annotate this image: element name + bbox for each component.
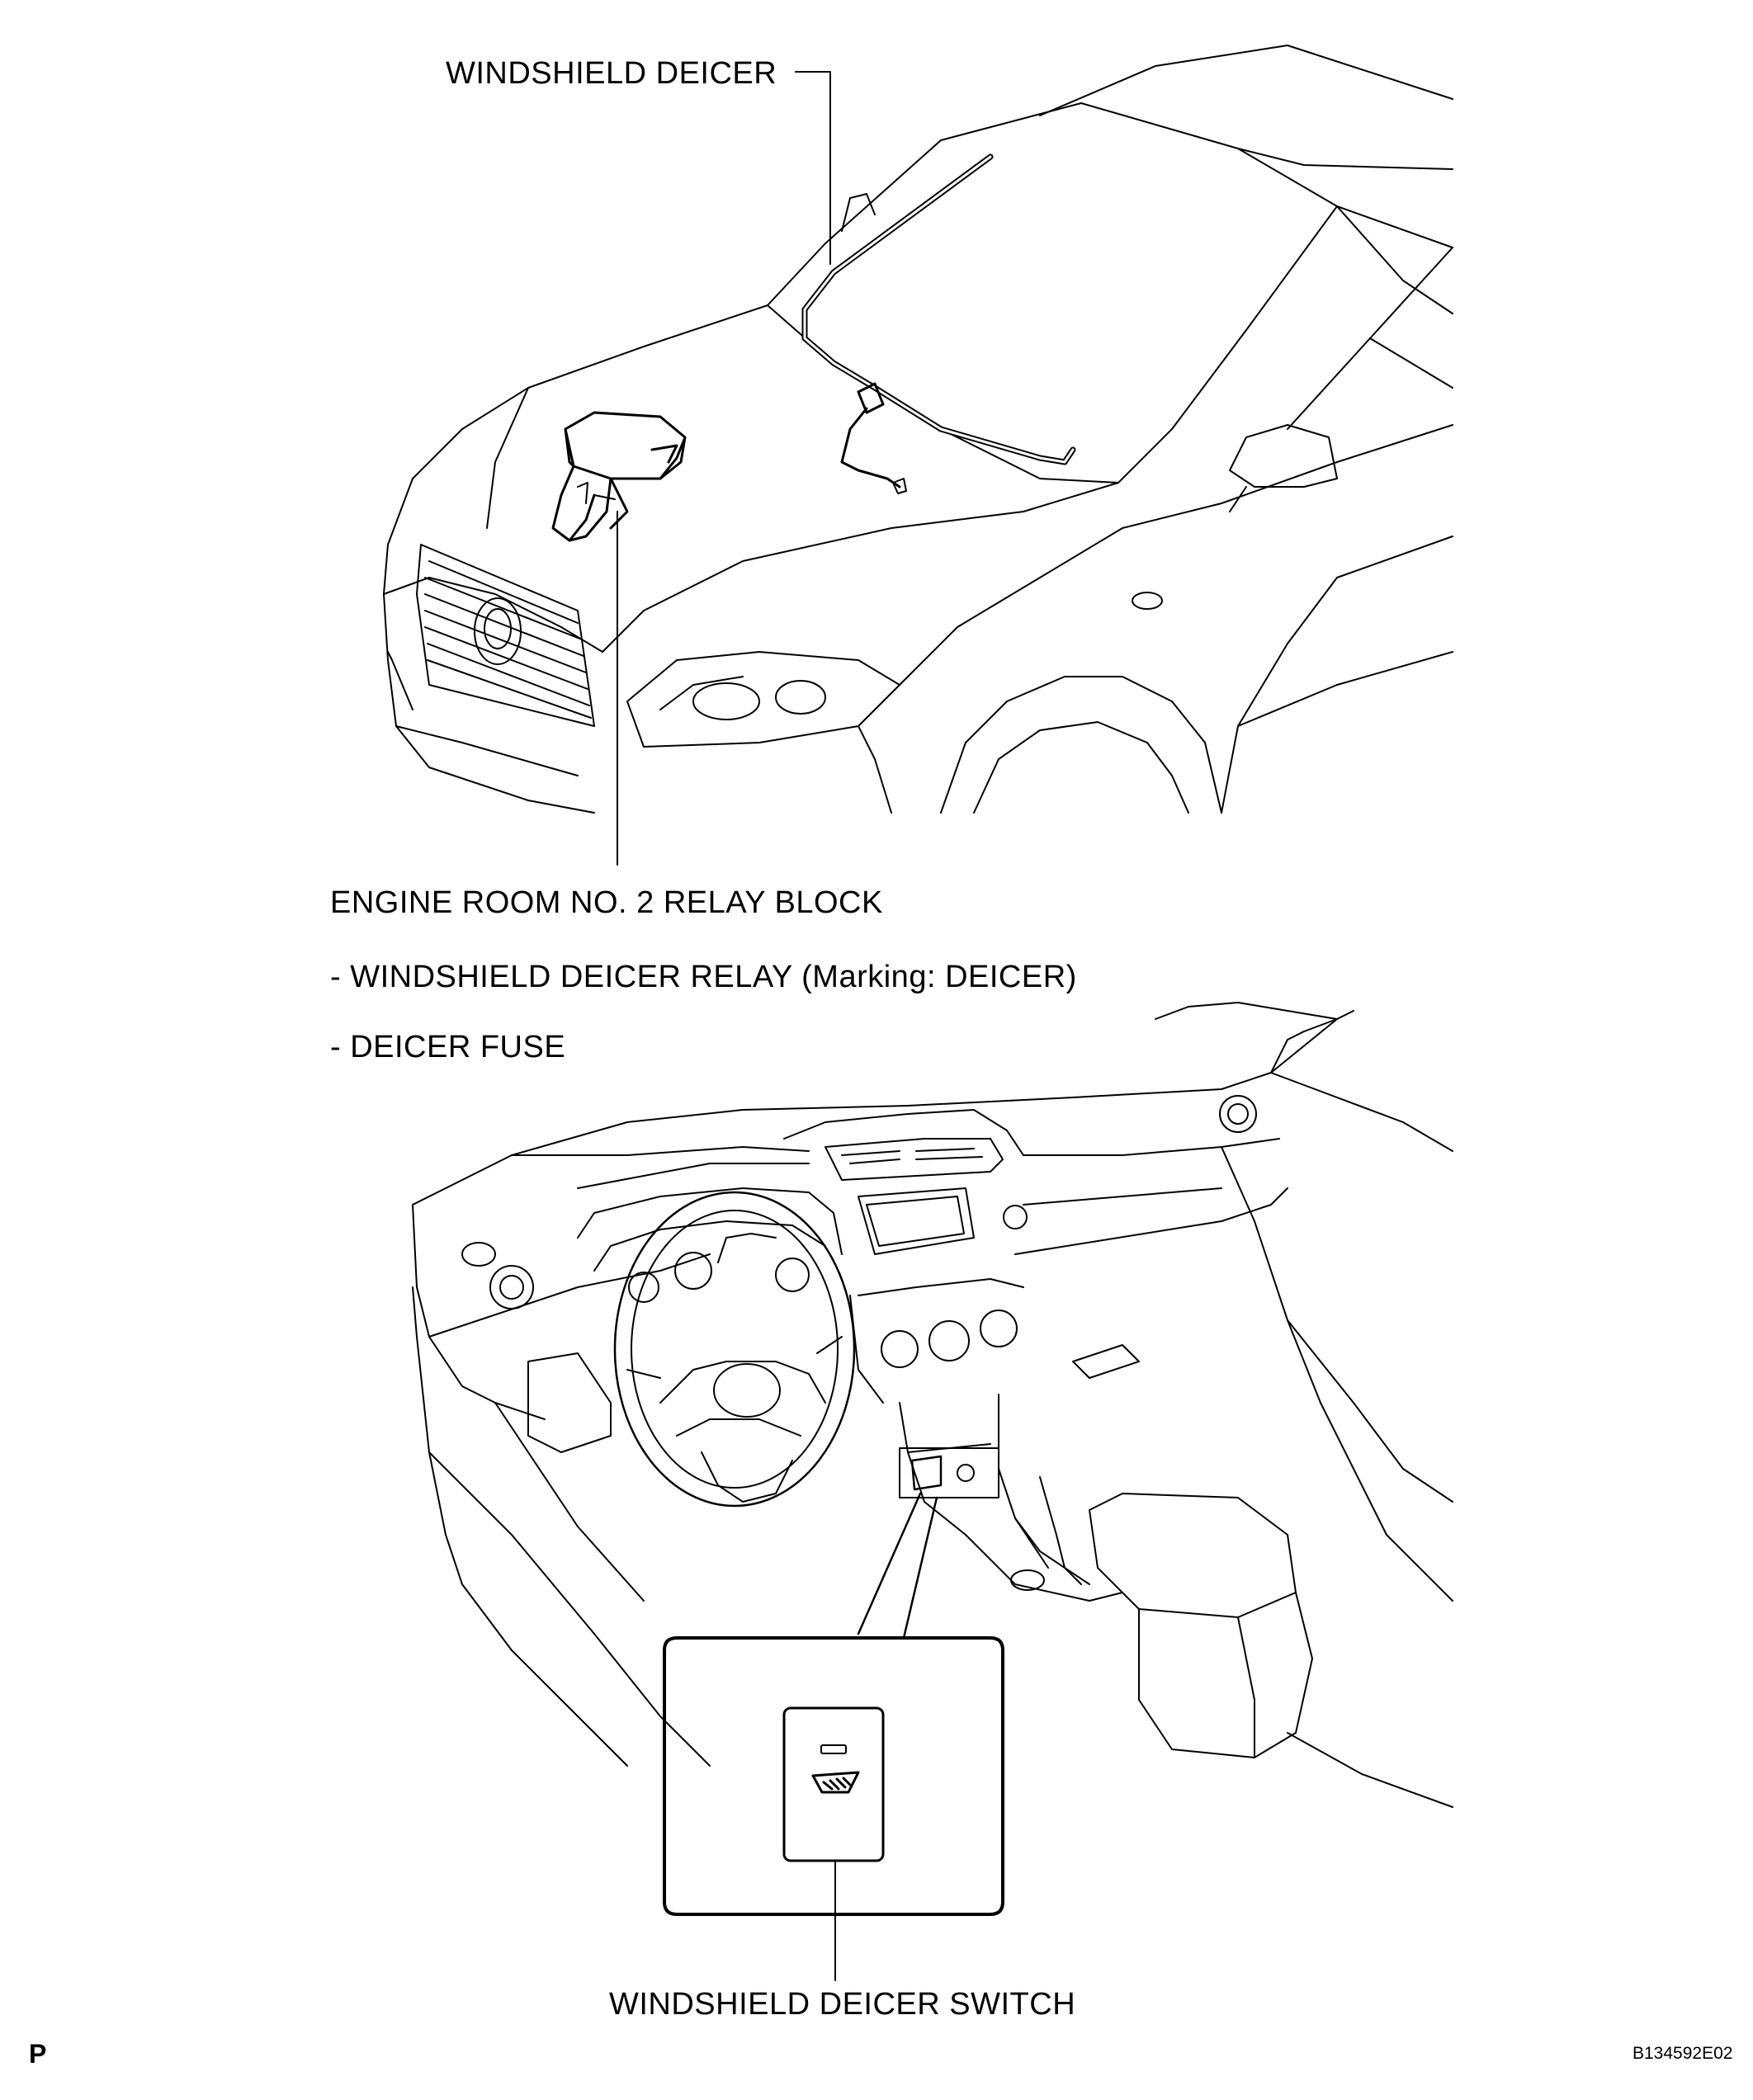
deicer-switch-label: WINDSHIELD DEICER SWITCH [609,1987,1076,2022]
deicer-switch-illustration [782,1706,885,1981]
windshield-deicer-icon [811,1771,860,1794]
vehicle-exterior-illustration [383,45,1453,866]
deicer-fuse-label: - DEICER FUSE [330,1030,566,1064]
windshield-deicer-label: WINDSHIELD DEICER [446,56,777,91]
switch-callout-frame [663,1636,1004,1916]
indicator-lamp-icon [820,1744,847,1754]
section-mark: P [29,2039,47,2069]
vehicle-interior-illustration [412,1002,1453,1808]
deicer-relay-label: - WINDSHIELD DEICER RELAY (Marking: DEIC… [330,960,1077,994]
relay-block-label: ENGINE ROOM NO. 2 RELAY BLOCK [330,885,883,920]
figure-code: B134592E02 [1633,2044,1733,2063]
